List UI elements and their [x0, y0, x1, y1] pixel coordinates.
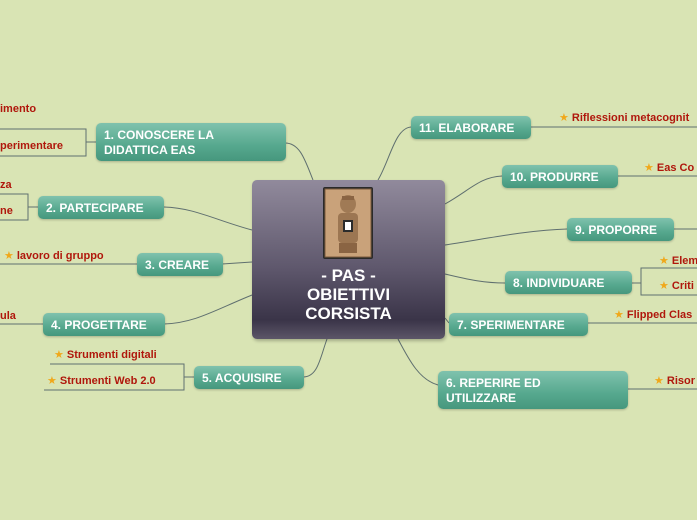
- topic-5[interactable]: 5. ACQUISIRE: [194, 366, 304, 389]
- connector-s8: [631, 267, 697, 284]
- subtopic-7a[interactable]: ★Flipped Clas: [614, 309, 693, 321]
- star-icon: ★: [659, 255, 669, 267]
- connector-t1: [284, 142, 314, 181]
- subtopic-5b[interactable]: ★Strumenti Web 2.0: [47, 375, 156, 387]
- connector-s8-lower: [640, 283, 697, 296]
- connector-t2: [163, 206, 253, 231]
- connector-t6: [397, 338, 439, 386]
- connector-s5-lower: [44, 377, 185, 391]
- topic-1[interactable]: 1. CONOSCERE LA DIDATTICA EAS: [96, 123, 286, 161]
- star-icon: ★: [644, 162, 654, 174]
- connector-t5: [302, 338, 328, 378]
- connector-s2: [0, 193, 38, 208]
- star-icon: ★: [47, 375, 57, 387]
- connector-t8: [444, 273, 506, 284]
- topic-11[interactable]: 11. ELABORARE: [411, 116, 531, 139]
- star-icon: ★: [659, 280, 669, 292]
- topic-7[interactable]: 7. SPERIMENTARE: [449, 313, 588, 336]
- connector-s1b: [0, 128, 96, 143]
- star-icon: ★: [559, 112, 569, 124]
- topic-9[interactable]: 9. PROPORRE: [567, 218, 674, 241]
- subtopic-1a[interactable]: imento: [0, 103, 37, 115]
- topic-2[interactable]: 2. PARTECIPARE: [38, 196, 164, 219]
- subtopic-1b[interactable]: perimentare: [0, 140, 63, 152]
- subtopic-2a[interactable]: za: [0, 179, 12, 191]
- connector-s1b-lower: [0, 142, 87, 157]
- connector-s2-lower: [0, 207, 29, 221]
- star-icon: ★: [614, 309, 624, 321]
- subtopic-3a[interactable]: ★lavoro di gruppo: [4, 250, 104, 262]
- connector-s5: [50, 363, 194, 378]
- topic-8[interactable]: 8. INDIVIDUARE: [505, 271, 632, 294]
- central-topic-title: - PAS - OBIETTIVI CORSISTA: [305, 266, 392, 323]
- subtopic-2b[interactable]: ne: [0, 205, 13, 217]
- star-icon: ★: [4, 250, 14, 262]
- connector-t9: [444, 228, 568, 246]
- subtopic-8a[interactable]: ★Elem: [659, 255, 697, 267]
- star-icon: ★: [54, 349, 64, 361]
- subtopic-10a[interactable]: ★Eas Co: [644, 162, 695, 174]
- subtopic-6a[interactable]: ★Risor: [654, 375, 695, 387]
- connector-t3: [221, 261, 253, 265]
- topic-3[interactable]: 3. CREARE: [137, 253, 223, 276]
- connector-t10: [444, 175, 503, 205]
- ancient-statue-icon: [323, 187, 373, 259]
- subtopic-11a[interactable]: ★Riflessioni metacognit: [559, 112, 690, 124]
- star-icon: ★: [654, 375, 664, 387]
- connector-t11: [377, 126, 412, 181]
- topic-6[interactable]: 6. REPERIRE ED UTILIZZARE: [438, 371, 628, 409]
- connector-t4: [163, 294, 253, 325]
- subtopic-5a[interactable]: ★Strumenti digitali: [54, 349, 157, 361]
- subtopic-8b[interactable]: ★Criti: [659, 280, 694, 292]
- subtopic-4a[interactable]: ula: [0, 310, 16, 322]
- topic-10[interactable]: 10. PRODURRE: [502, 165, 618, 188]
- central-topic[interactable]: - PAS - OBIETTIVI CORSISTA: [252, 180, 445, 339]
- connector-t7: [444, 317, 450, 324]
- topic-4[interactable]: 4. PROGETTARE: [43, 313, 165, 336]
